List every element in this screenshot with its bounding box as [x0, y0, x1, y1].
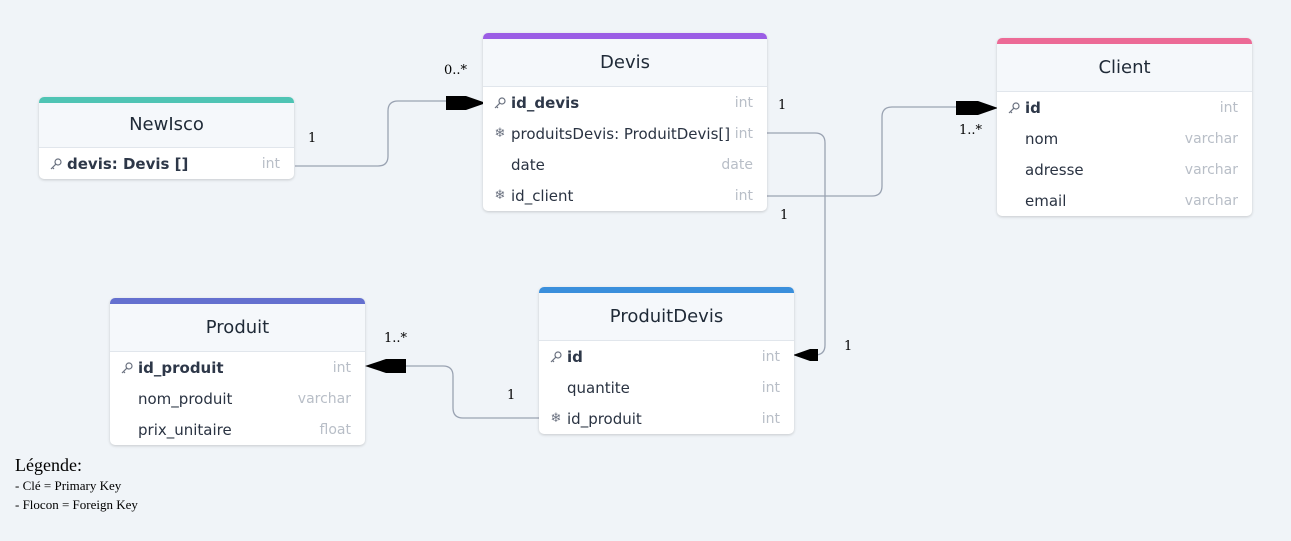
- table-title: Produit: [110, 304, 365, 352]
- column-name: nom_produit: [138, 389, 233, 408]
- column-name: prix_unitaire: [138, 420, 232, 439]
- table-client[interactable]: Client id int nom varchar adresse varcha…: [997, 38, 1252, 216]
- column-name: quantite: [567, 378, 630, 397]
- table-accent-bar: [997, 38, 1252, 44]
- table-row[interactable]: adresse varchar: [997, 154, 1252, 185]
- legend-item-primary-key: - Clé = Primary Key: [15, 478, 122, 493]
- column-name: date: [511, 155, 545, 174]
- column-type: int: [761, 348, 780, 365]
- column-name: id_devis: [511, 93, 580, 112]
- column-name: id_produit: [567, 409, 642, 428]
- table-row[interactable]: ❄ id_client int: [483, 180, 767, 211]
- table-row[interactable]: nom_produit varchar: [110, 383, 365, 414]
- table-row[interactable]: prix_unitaire float: [110, 414, 365, 445]
- cardinality-devis-many: 0..*: [444, 63, 468, 78]
- cardinality-devis-one-bottom: 1: [780, 208, 789, 223]
- table-accent-bar: [110, 298, 365, 304]
- column-name: id_produit: [138, 358, 224, 377]
- legend: Légende: - Clé = Primary Key - Flocon = …: [15, 455, 138, 514]
- table-accent-bar: [483, 33, 767, 39]
- column-type: int: [332, 359, 351, 376]
- key-icon: [47, 157, 65, 170]
- link-devis-client: [766, 106, 958, 197]
- table-row[interactable]: quantite int: [539, 372, 794, 403]
- cardinality-devis-one-right: 1: [778, 98, 787, 113]
- table-row[interactable]: id_produit int: [110, 352, 365, 383]
- table-title: Devis: [483, 39, 767, 87]
- snowflake-icon: ❄: [550, 411, 562, 426]
- table-row[interactable]: ❄ produitsDevis: ProduitDevis[] int: [483, 118, 767, 149]
- table-row[interactable]: devis: Devis [] int: [39, 148, 294, 179]
- table-accent-bar: [539, 287, 794, 293]
- cardinality-produitdevis-one: 1: [844, 339, 853, 354]
- link-produitdevis-produit: [404, 365, 539, 419]
- cardinality-client-many: 1..*: [959, 123, 983, 138]
- column-type: int: [761, 410, 780, 427]
- column-type: date: [721, 156, 753, 173]
- table-title: ProduitDevis: [539, 293, 794, 341]
- column-type: float: [319, 421, 351, 438]
- column-type: int: [761, 379, 780, 396]
- table-row[interactable]: nom varchar: [997, 123, 1252, 154]
- table-title: NewIsco: [39, 103, 294, 148]
- key-icon: [118, 361, 136, 374]
- table-produitdevis[interactable]: ProduitDevis id int quantite int ❄ id_pr…: [539, 287, 794, 434]
- column-type: int: [261, 155, 280, 172]
- column-name: email: [1025, 191, 1067, 210]
- arrow-to-client: [956, 101, 998, 115]
- table-row[interactable]: email varchar: [997, 185, 1252, 216]
- column-name: adresse: [1025, 160, 1084, 179]
- arrow-to-devis: [446, 96, 486, 110]
- column-type: int: [734, 125, 753, 142]
- arrow-to-produitdevis: [793, 349, 818, 361]
- column-name: id: [1025, 98, 1041, 117]
- table-produit[interactable]: Produit id_produit int nom_produit varch…: [110, 298, 365, 445]
- cardinality-newisco-one: 1: [308, 131, 317, 146]
- column-type: varchar: [297, 390, 351, 407]
- key-icon: [491, 96, 509, 109]
- column-type: varchar: [1184, 161, 1238, 178]
- table-row[interactable]: id int: [997, 92, 1252, 123]
- snowflake-icon: ❄: [494, 188, 506, 203]
- table-row[interactable]: id int: [539, 341, 794, 372]
- cardinality-produitdevis-one-left: 1: [507, 388, 516, 403]
- column-name: nom: [1025, 129, 1059, 148]
- column-type: varchar: [1184, 192, 1238, 209]
- table-row[interactable]: id_devis int: [483, 87, 767, 118]
- key-icon: [1005, 101, 1023, 114]
- column-type: int: [734, 187, 753, 204]
- column-type: int: [734, 94, 753, 111]
- table-row[interactable]: date date: [483, 149, 767, 180]
- key-icon: [547, 350, 565, 363]
- snowflake-icon: ❄: [494, 126, 506, 141]
- column-name: id_client: [511, 186, 574, 205]
- legend-item-foreign-key: - Flocon = Foreign Key: [15, 497, 138, 512]
- table-devis[interactable]: Devis id_devis int ❄ produitsDevis: Prod…: [483, 33, 767, 211]
- legend-title: Légende:: [15, 455, 82, 475]
- table-newisco[interactable]: NewIsco devis: Devis [] int: [39, 97, 294, 179]
- arrow-to-produit: [365, 359, 406, 373]
- cardinality-produit-many: 1..*: [384, 331, 408, 346]
- column-type: int: [1219, 99, 1238, 116]
- column-name: produitsDevis: ProduitDevis[]: [511, 124, 731, 143]
- link-newisco-devis: [295, 100, 448, 167]
- table-row[interactable]: ❄ id_produit int: [539, 403, 794, 434]
- table-accent-bar: [39, 97, 294, 103]
- table-title: Client: [997, 44, 1252, 92]
- column-name: devis: Devis []: [67, 154, 189, 173]
- column-name: id: [567, 347, 583, 366]
- column-type: varchar: [1184, 130, 1238, 147]
